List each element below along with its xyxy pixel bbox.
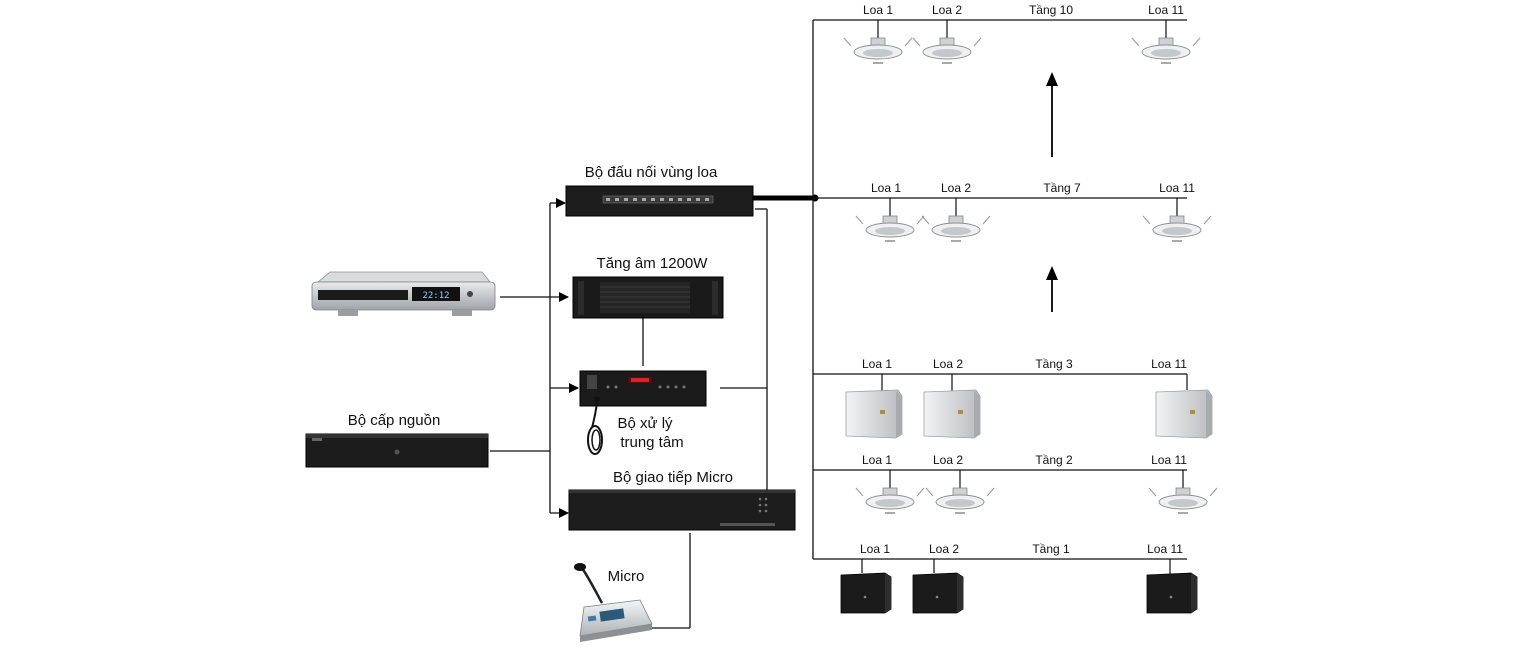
- wall-speaker-icon: [923, 389, 981, 439]
- central-processor-unit: [579, 370, 707, 407]
- left-wiring: [490, 198, 768, 629]
- label-processor-line2: trung tâm: [620, 434, 683, 451]
- floor-group: Tầng 3 Loa 1 Loa 2 Loa 11: [845, 357, 1213, 439]
- handheld-mic: [587, 396, 603, 455]
- mic-interface-unit: [568, 489, 796, 531]
- ceiling-speaker-icon: [1142, 215, 1212, 242]
- dvd-player: 22:12: [311, 271, 496, 316]
- speaker-label: Loa 2: [929, 542, 959, 556]
- speaker-label: Loa 11: [1147, 542, 1183, 556]
- zone-connector-unit: [565, 185, 754, 217]
- ceiling-speaker-icon: [1131, 37, 1201, 64]
- floor-group: Tầng 10 Loa 1 Loa 2 Loa 11: [843, 3, 1201, 64]
- speaker-label: Loa 1: [862, 357, 892, 371]
- ceiling-speaker-icon: [912, 37, 982, 64]
- speaker-label: Loa 1: [862, 453, 892, 467]
- floor-name: Tầng 10: [1029, 3, 1073, 17]
- floor-name: Tầng 7: [1043, 181, 1081, 195]
- floor-group: Tầng 7 Loa 1 Loa 2 Loa 11: [855, 181, 1212, 242]
- box-speaker-icon: [840, 572, 892, 614]
- label-mic-interface: Bộ giao tiếp Micro: [613, 469, 733, 486]
- box-speaker-icon: [912, 572, 964, 614]
- speaker-label: Loa 11: [1151, 357, 1187, 371]
- speaker-label: Loa 1: [860, 542, 890, 556]
- wall-speaker-icon: [1155, 389, 1213, 439]
- label-zone-connector: Bộ đấu nối vùng loa: [585, 164, 718, 181]
- power-supply-unit: [305, 433, 489, 468]
- amplifier-unit: [572, 276, 724, 319]
- ceiling-speaker-icon: [855, 215, 925, 242]
- riser-wiring: [812, 19, 1187, 560]
- ceiling-speaker-icon: [1148, 487, 1218, 514]
- speaker-label: Loa 11: [1148, 3, 1184, 17]
- paging-microphone-console: [574, 563, 653, 642]
- wall-speaker-icon: [845, 389, 903, 439]
- label-power-supply: Bộ cấp nguồn: [348, 412, 441, 429]
- floor-name: Tầng 2: [1035, 453, 1073, 467]
- speaker-label: Loa 1: [863, 3, 893, 17]
- label-amplifier: Tăng âm 1200W: [597, 255, 709, 272]
- speaker-label: Loa 2: [933, 453, 963, 467]
- box-speaker-icon: [1146, 572, 1198, 614]
- speaker-label: Loa 11: [1159, 181, 1195, 195]
- floor-name: Tầng 3: [1035, 357, 1073, 371]
- label-processor-line1: Bộ xử lý: [617, 415, 673, 432]
- floor-skip-arrows: [1046, 72, 1058, 312]
- floor-name: Tầng 1: [1032, 542, 1070, 556]
- ceiling-speaker-icon: [925, 487, 995, 514]
- speaker-label: Loa 2: [933, 357, 963, 371]
- ceiling-speaker-icon: [855, 487, 925, 514]
- ceiling-speaker-icon: [921, 215, 991, 242]
- floor-group: Tầng 2 Loa 1 Loa 2 Loa 11: [855, 453, 1218, 514]
- player-display-panel: [412, 287, 460, 301]
- speaker-label: Loa 1: [871, 181, 901, 195]
- player-display-text: 22:12: [422, 291, 449, 301]
- ceiling-speaker-icon: [843, 37, 913, 64]
- floor-group: Tầng 1 Loa 1 Loa 2 Loa 11: [840, 542, 1198, 614]
- label-microphone: Micro: [608, 568, 645, 585]
- speaker-label: Loa 2: [932, 3, 962, 17]
- speaker-drops: [861, 20, 1188, 576]
- speaker-label: Loa 11: [1151, 453, 1187, 467]
- speaker-label: Loa 2: [941, 181, 971, 195]
- floors: Tầng 10 Loa 1 Loa 2 Loa 11 Tầng 7 Loa 1 Loa 2 L…: [840, 3, 1218, 614]
